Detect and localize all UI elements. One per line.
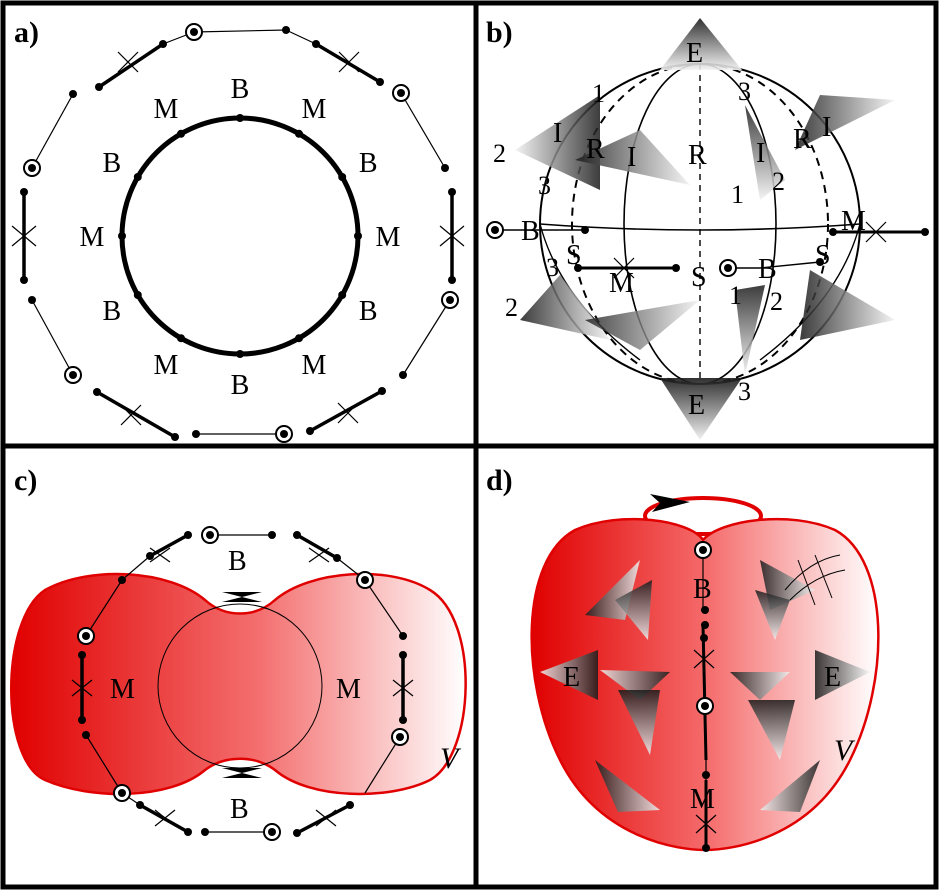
ring-label: B: [359, 148, 378, 179]
ring-label: M: [302, 350, 327, 381]
b-num: 1: [729, 281, 742, 310]
b-num: 3: [738, 77, 751, 106]
ring-dot: [133, 291, 142, 299]
chain-dots: [20, 26, 456, 441]
spin-ring: [643, 496, 763, 536]
ring-dot: [338, 291, 347, 299]
b-B-left: B: [521, 216, 540, 247]
ring-dot: [338, 173, 347, 181]
panel-a-label: a): [14, 16, 39, 49]
ring-label: B: [231, 370, 250, 401]
ring-label: M: [376, 222, 401, 253]
b-S-right: S: [815, 240, 831, 271]
b-num: 2: [770, 287, 783, 316]
c-B-top: B: [228, 546, 247, 577]
ring-dot: [295, 334, 303, 343]
panel-d-label: d): [486, 464, 513, 497]
d-E-left: E: [563, 662, 580, 693]
ring-label: M: [154, 350, 179, 381]
b-R2: R: [688, 140, 707, 171]
b-num: 3: [738, 377, 751, 406]
c-M-left: M: [110, 674, 135, 705]
ring-label: B: [359, 296, 378, 327]
ring-dot: [354, 232, 362, 240]
b-I3: I: [756, 138, 765, 169]
ring-label: M: [80, 222, 105, 253]
b-num: 2: [493, 139, 506, 168]
b-I4: I: [822, 112, 831, 143]
ring-dot: [236, 114, 244, 122]
ring-dots: [118, 114, 362, 358]
bowtie-bottom: [222, 768, 262, 778]
ring-label: B: [102, 148, 121, 179]
panel-c-label: c): [14, 464, 37, 497]
ring-label: M: [154, 94, 179, 125]
cones: [515, 18, 895, 440]
ring-label: B: [102, 296, 121, 327]
panel-d: d): [486, 464, 880, 852]
b-num: 3: [546, 253, 559, 282]
ring-label: B: [231, 74, 250, 105]
b-num: 3: [538, 171, 551, 200]
d-V: V: [834, 734, 856, 767]
b-num: 2: [505, 293, 518, 322]
b-R1: R: [586, 134, 605, 165]
panel-b: b): [486, 16, 929, 440]
panel-c: c): [10, 464, 467, 841]
b-M-right: M: [841, 206, 866, 237]
bowtie-top: [222, 592, 262, 602]
hatch-mark: [784, 554, 846, 606]
d-M: M: [690, 784, 715, 815]
ring-dot: [177, 334, 185, 343]
b-num: 1: [731, 180, 744, 209]
cross-markers: [11, 51, 465, 426]
b-I2: I: [627, 142, 636, 173]
c-B-bottom: B: [230, 794, 249, 825]
ringed-dots: [23, 23, 459, 443]
b-num: 1: [592, 79, 605, 108]
b-I1: I: [553, 118, 562, 149]
b-S-left: S: [566, 240, 582, 271]
b-M-left: M: [609, 268, 634, 299]
b-S-mid: S: [691, 262, 707, 293]
panel-b-label: b): [486, 16, 513, 49]
b-B-right: B: [758, 254, 777, 285]
ring-dot: [236, 350, 244, 358]
d-E-right: E: [824, 662, 841, 693]
spin-arrow: [650, 494, 690, 512]
b-R3: R: [793, 124, 812, 155]
outer-chain: [11, 23, 465, 443]
b-E-top: E: [686, 38, 703, 69]
ring-dot: [118, 232, 126, 240]
ring-label: M: [302, 94, 327, 125]
ring-labels: B M B M B M B M B M B M: [80, 74, 401, 401]
cones-d: [540, 560, 870, 812]
ring-dot: [177, 129, 185, 138]
panel-a: a) B M B M B M B M B M B M: [11, 16, 465, 443]
ring-dot: [295, 129, 303, 138]
d-B: B: [693, 574, 712, 605]
b-E-bottom: E: [688, 390, 705, 421]
ring-dot: [133, 173, 142, 181]
c-V: V: [440, 742, 462, 775]
b-num: 2: [772, 167, 785, 196]
central-ring: [119, 115, 361, 357]
c-M-right: M: [336, 674, 361, 705]
